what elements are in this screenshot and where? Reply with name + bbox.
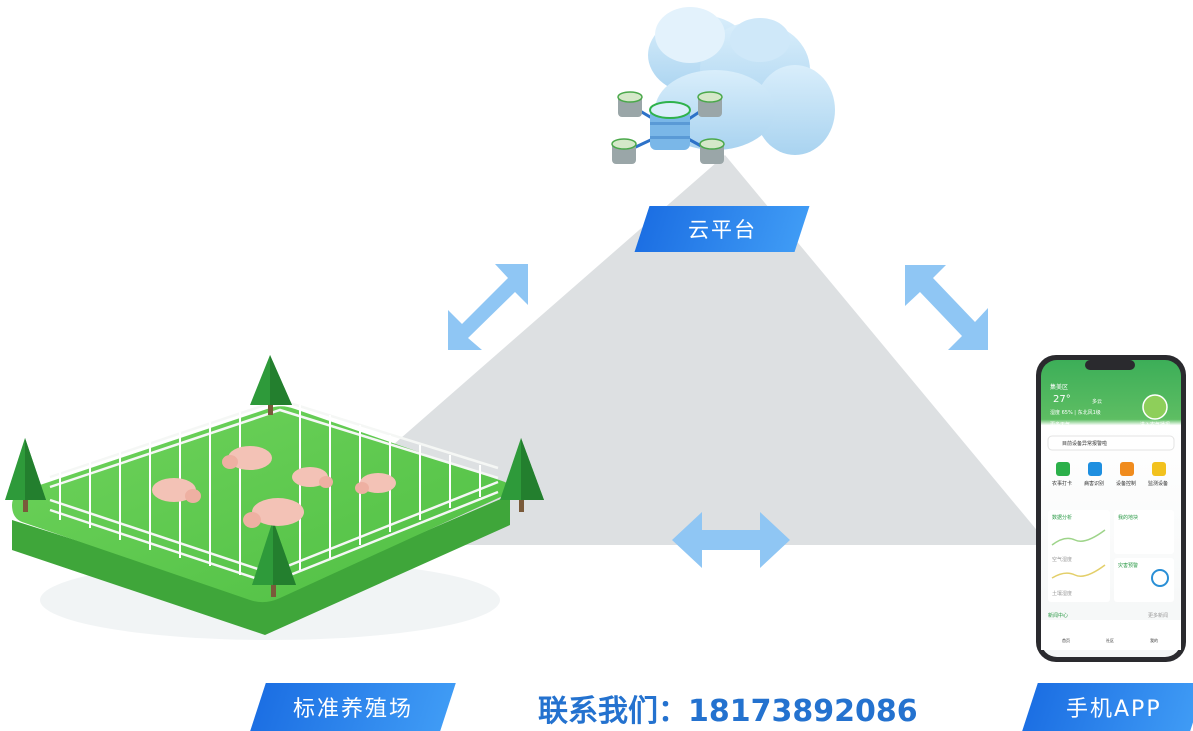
- pig-icon: [152, 478, 201, 503]
- phone-tab-0[interactable]: 首页: [1062, 638, 1070, 643]
- phone-card-data[interactable]: 数据分析: [1052, 515, 1073, 521]
- pig-icon: [355, 473, 396, 494]
- pig-icon: [292, 467, 333, 488]
- app-label-text: 手机APP: [1066, 697, 1162, 722]
- farm-label-text: 标准养殖场: [292, 697, 413, 722]
- phone-tab-2[interactable]: 我的: [1150, 638, 1158, 643]
- arrow-cloud-app: [905, 265, 988, 350]
- app-label: 手机APP: [1022, 683, 1193, 731]
- pig-icon: [222, 446, 272, 470]
- phone-tab-1[interactable]: 社区: [1106, 638, 1114, 643]
- phone-action-3[interactable]: 监测设备: [1148, 481, 1169, 487]
- phone-card-tasks[interactable]: 我的地块: [1118, 515, 1139, 521]
- phone-card-soil: 土壤湿度: [1052, 591, 1073, 597]
- phone-card-air: 空气湿度: [1052, 557, 1073, 563]
- phone-action-1[interactable]: 病害识别: [1084, 481, 1105, 487]
- phone-forecast-link[interactable]: 更多天气: [1050, 422, 1071, 428]
- phone-alert[interactable]: 目前设备异常报警啦: [1062, 441, 1108, 447]
- arrow-farm-app: [672, 512, 790, 568]
- cloud-platform-label-text: 云平台: [687, 218, 757, 242]
- phone-farm-link[interactable]: 进入农气播报: [1140, 422, 1171, 428]
- phone-weather-extra: 多云: [1092, 399, 1103, 405]
- phone-illustration: [1036, 355, 1186, 662]
- contact-text: 联系我们：18173892086: [538, 694, 918, 729]
- phone-card-warn[interactable]: 灾害预警: [1118, 563, 1139, 569]
- phone-action-2[interactable]: 设备控制: [1116, 481, 1137, 487]
- phone-news[interactable]: 新闻中心: [1048, 613, 1069, 619]
- phone-humidity: 湿度 65% | 东北风1级: [1050, 410, 1101, 416]
- phone-location: 集美区: [1050, 384, 1069, 391]
- phone-news-more[interactable]: 更多新闻: [1148, 613, 1169, 619]
- server-hub-icon: [611, 91, 725, 164]
- farm-label: 标准养殖场: [250, 683, 456, 731]
- phone-action-0[interactable]: 农事打卡: [1052, 481, 1073, 487]
- network-triangle: [325, 155, 1045, 545]
- phone-temperature: 27°: [1053, 394, 1071, 405]
- farm-illustration: [5, 355, 544, 640]
- pig-icon: [243, 498, 304, 528]
- cloud-platform-label: 云平台: [634, 206, 810, 252]
- arrow-farm-cloud: [448, 264, 528, 350]
